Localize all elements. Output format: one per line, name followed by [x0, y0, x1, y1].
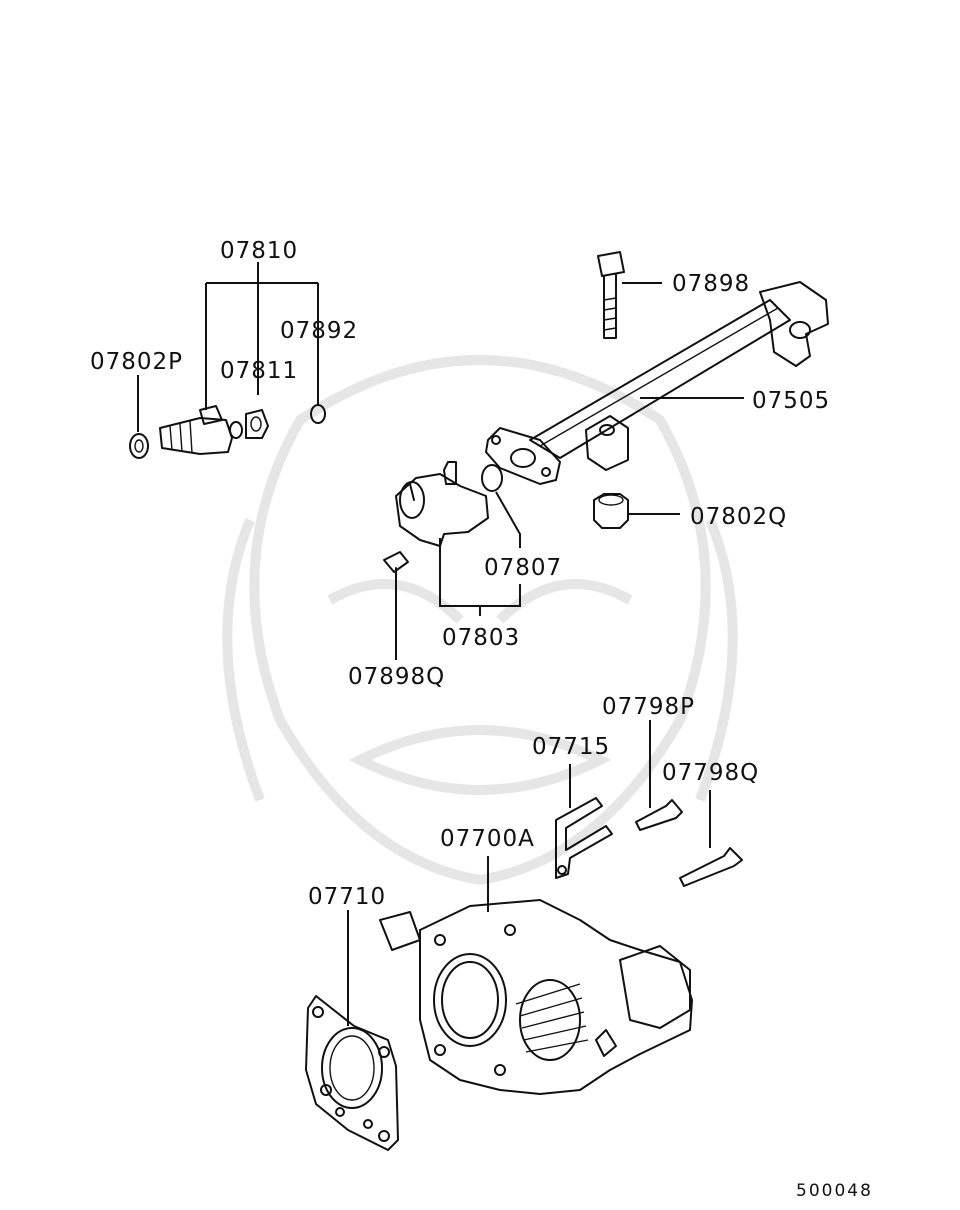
- label-07810: 07810: [220, 238, 298, 264]
- samurai-watermark-icon: [222, 355, 738, 886]
- throttle-body-07700A: [419, 899, 693, 1095]
- bolt-07798P: [635, 799, 683, 831]
- regulator-07803: [395, 473, 489, 547]
- oring-07892: [310, 404, 326, 424]
- label-07892: 07892: [280, 318, 358, 344]
- leader-07803: [439, 538, 521, 616]
- label-07710: 07710: [308, 884, 386, 910]
- label-07700A: 07700A: [440, 826, 535, 852]
- label-07803: 07803: [442, 625, 520, 651]
- label-07802P: 07802P: [90, 349, 183, 375]
- label-07715: 07715: [532, 734, 610, 760]
- bolt-07898: [597, 251, 625, 339]
- screw-07898Q: [383, 551, 409, 573]
- gasket-07710: [305, 995, 399, 1151]
- leader-07807: [495, 491, 521, 548]
- label-07898Q: 07898Q: [348, 664, 445, 690]
- diagram-code: 500048: [796, 1181, 873, 1201]
- throttle-body-assembly: [305, 720, 743, 1151]
- bolt-07798Q: [679, 847, 743, 887]
- spacer-07802Q: [593, 493, 629, 529]
- fuel-rail-assembly: [485, 251, 829, 529]
- label-07802Q: 07802Q: [690, 504, 787, 530]
- label-07811: 07811: [220, 358, 298, 384]
- label-07798Q: 07798Q: [662, 760, 759, 786]
- leader-07810: [205, 262, 319, 410]
- label-07505: 07505: [752, 388, 830, 414]
- fuel-injector-assembly: [129, 262, 326, 459]
- injector-07811: [159, 417, 233, 455]
- label-07898: 07898: [672, 271, 750, 297]
- bracket-07715: [555, 797, 613, 879]
- label-07798P: 07798P: [602, 694, 695, 720]
- label-07807: 07807: [484, 555, 562, 581]
- oring-07802P: [129, 433, 149, 459]
- oring-07807: [481, 464, 503, 492]
- pressure-regulator-assembly: [383, 461, 521, 660]
